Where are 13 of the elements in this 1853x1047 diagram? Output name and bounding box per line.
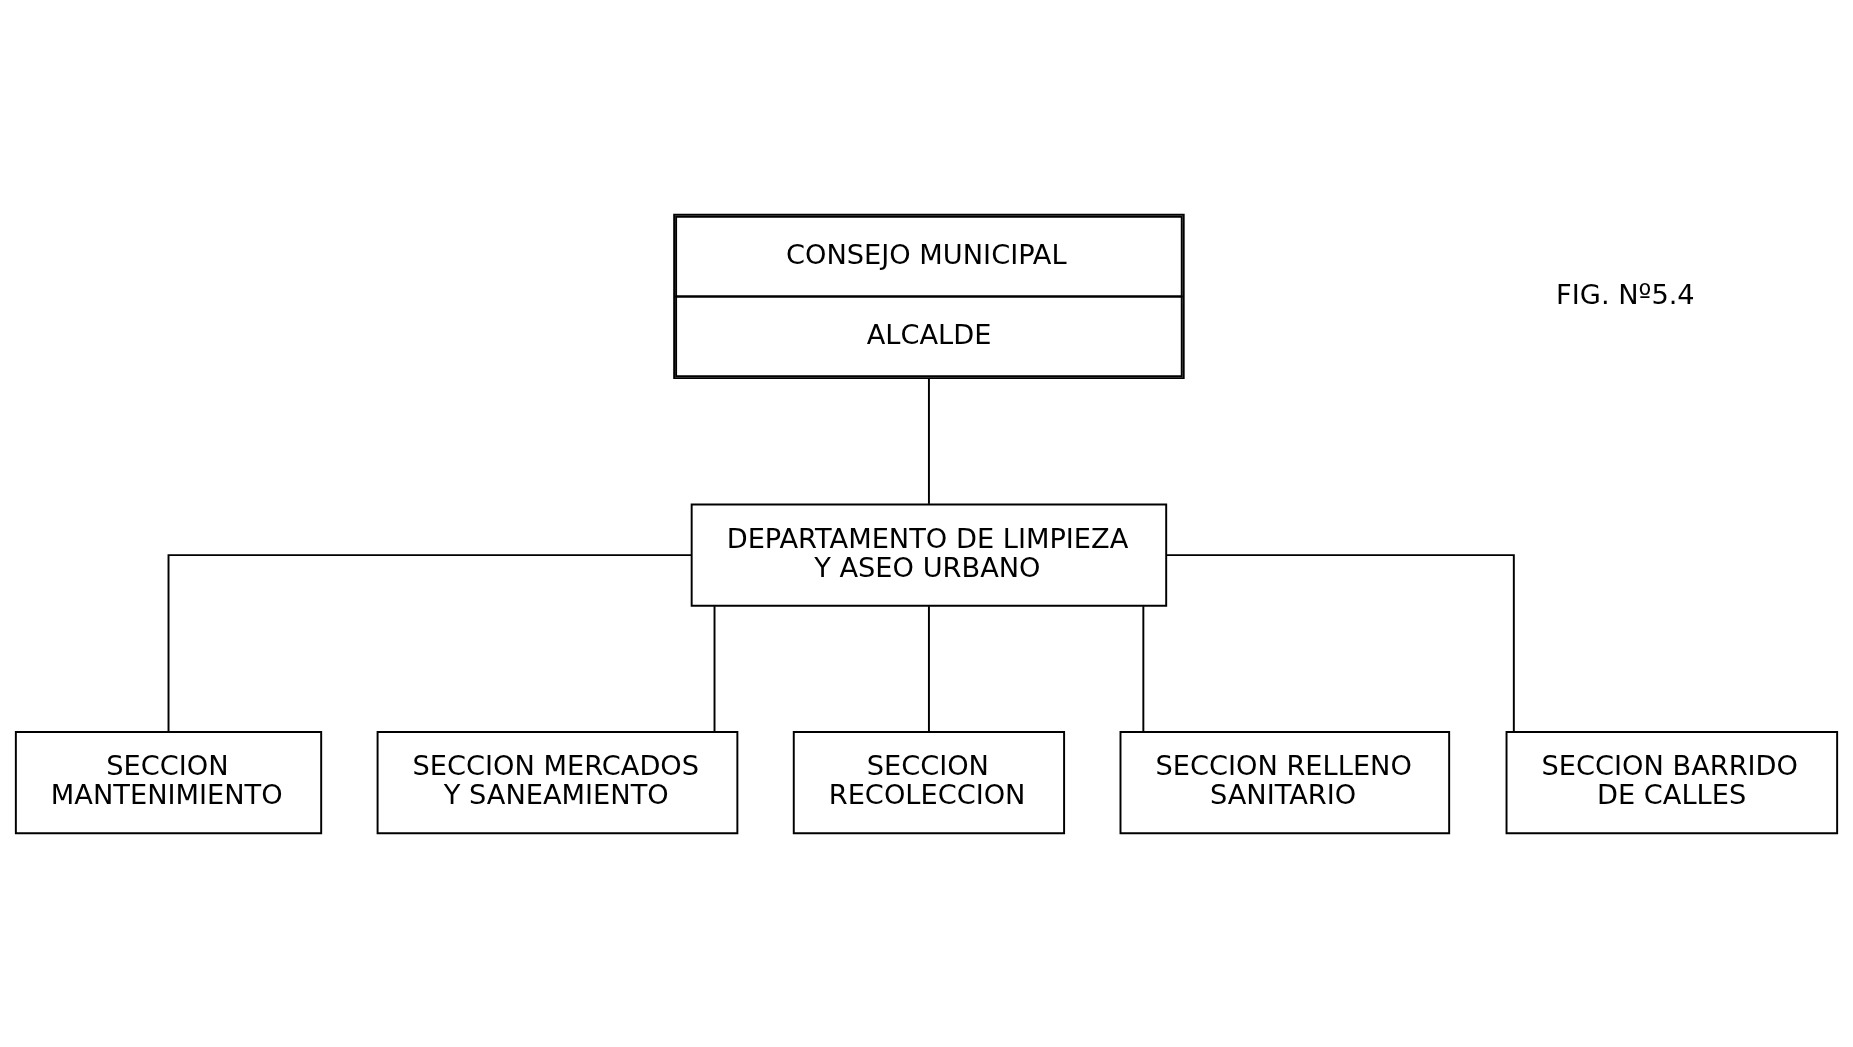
- connector: [927, 376, 930, 505]
- connector: [927, 604, 930, 733]
- node-box: SECCION RELLENO SANITARIO: [1119, 730, 1451, 834]
- node-box: DEPARTAMENTO DE LIMPIEZA Y ASEO URBANO: [690, 503, 1168, 607]
- connector: [1142, 604, 1145, 733]
- node-box: SECCION MERCADOS Y SANEAMIENTO: [376, 730, 739, 834]
- connector: [1165, 553, 1515, 733]
- connector: [713, 604, 716, 733]
- node-box: SECCION BARRIDO DE CALLES: [1505, 730, 1839, 834]
- node-box: SECCION MANTENIMIENTO: [14, 730, 323, 834]
- connector: [167, 553, 693, 733]
- label: FIG. Nº5.4: [1556, 278, 1695, 310]
- node-box: SECCION RECOLECCION: [792, 730, 1066, 834]
